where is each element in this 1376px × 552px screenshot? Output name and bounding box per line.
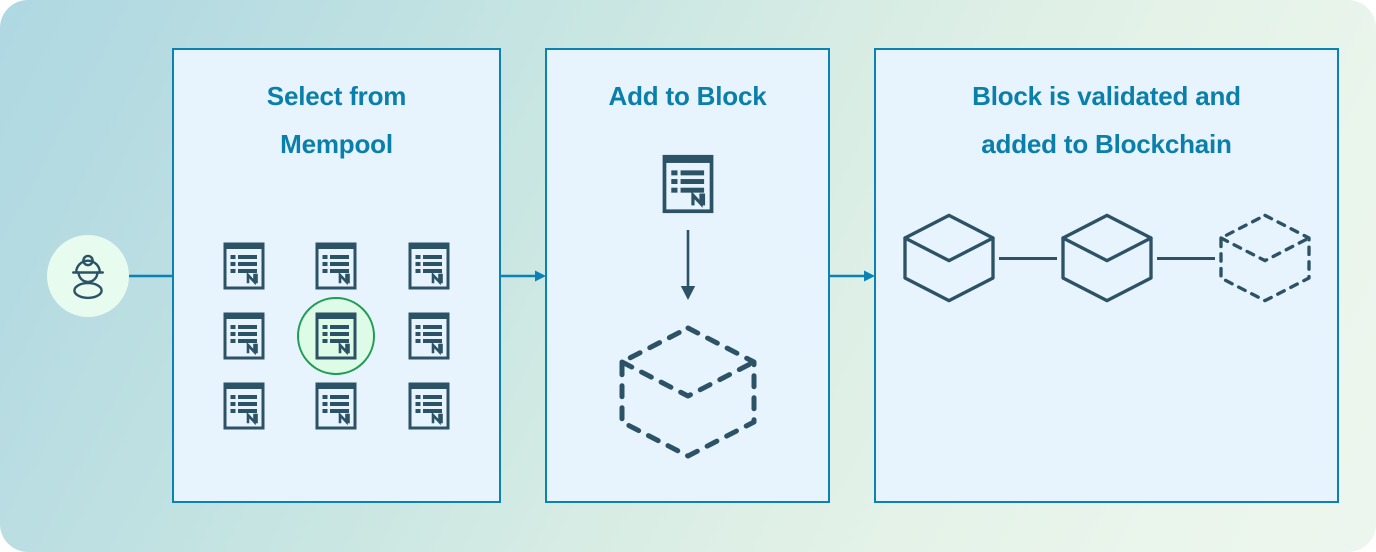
transaction-item-selected[interactable] bbox=[297, 297, 376, 375]
block-pending-icon[interactable] bbox=[1215, 210, 1315, 306]
transaction-item[interactable] bbox=[297, 227, 375, 305]
step-3-title: Block is validated and added to Blockcha… bbox=[972, 81, 1241, 160]
transaction-item[interactable] bbox=[205, 227, 283, 305]
mempool-transaction-grid bbox=[174, 231, 499, 441]
transaction-item[interactable] bbox=[205, 297, 283, 375]
transaction-document-icon bbox=[315, 242, 357, 290]
transaction-document-icon bbox=[315, 312, 357, 360]
connector-step-2-to-step-3 bbox=[830, 270, 875, 282]
transaction-document-icon bbox=[662, 154, 713, 214]
step-panel-block-validated[interactable]: Block is validated and added to Blockcha… bbox=[874, 48, 1339, 503]
transaction-document-icon bbox=[223, 242, 265, 290]
chain-link bbox=[998, 256, 1057, 260]
block-confirmed-icon[interactable] bbox=[899, 210, 999, 306]
step-panel-select-from-mempool[interactable]: Select from Mempool bbox=[172, 48, 501, 503]
miner-node[interactable] bbox=[47, 235, 129, 317]
transaction-item[interactable] bbox=[390, 297, 468, 375]
transaction-item[interactable] bbox=[390, 367, 468, 445]
transaction-document-icon bbox=[408, 312, 450, 360]
step-2-title: Add to Block bbox=[608, 81, 767, 111]
transaction-document-icon bbox=[315, 382, 357, 430]
arrow-down-icon bbox=[680, 230, 695, 300]
block-confirmed-icon[interactable] bbox=[1057, 210, 1157, 306]
transaction-document-icon bbox=[223, 312, 265, 360]
transaction-document-icon bbox=[408, 382, 450, 430]
step-1-title: Select from Mempool bbox=[266, 81, 407, 160]
connector-miner-to-step-1 bbox=[129, 274, 175, 278]
connector-step-1-to-step-2 bbox=[501, 270, 546, 282]
chain-link bbox=[1156, 256, 1215, 260]
pending-block-cube-icon bbox=[619, 325, 756, 459]
transaction-document-icon bbox=[223, 382, 265, 430]
transaction-document-icon bbox=[408, 242, 450, 290]
transaction-item[interactable] bbox=[205, 367, 283, 445]
step-panel-add-to-block[interactable]: Add to Block bbox=[545, 48, 830, 503]
miner-helmet-icon bbox=[71, 254, 104, 300]
transaction-item[interactable] bbox=[390, 227, 468, 305]
transaction-item[interactable] bbox=[297, 367, 375, 445]
blockchain-chain bbox=[876, 210, 1337, 306]
